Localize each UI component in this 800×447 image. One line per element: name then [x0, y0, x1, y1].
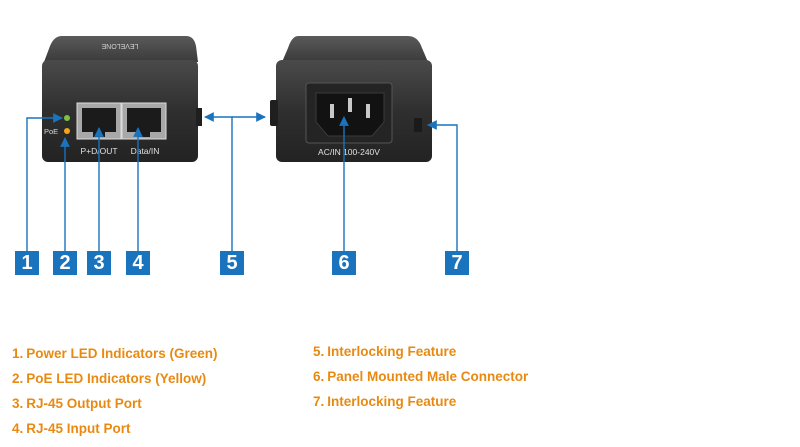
callout-lines: [26, 112, 458, 251]
callout-badge-5: 5: [220, 251, 244, 275]
poe-label: PoE: [44, 127, 58, 136]
callout-badge-4: 4: [126, 251, 150, 275]
legend-item: 1.Power LED Indicators (Green): [12, 346, 218, 361]
callout-badge-2: 2: [53, 251, 77, 275]
legend-item: 5.Interlocking Feature: [313, 344, 457, 359]
callout-badge-3: 3: [87, 251, 111, 275]
callout-badge-6: 6: [332, 251, 356, 275]
legend-item: 6.Panel Mounted Male Connector: [313, 369, 529, 384]
legend-item: 2.PoE LED Indicators (Yellow): [12, 371, 207, 386]
ac-inlet-connector: [305, 82, 393, 144]
legend-item: 7.Interlocking Feature: [313, 394, 457, 409]
ac-input-label: AC/IN 100-240V: [318, 147, 380, 157]
callout-line-5a: [204, 112, 233, 251]
brand-label: LEVELONE: [101, 42, 138, 49]
device-back-view: AC/IN 100-240V: [270, 36, 432, 162]
rj45-input-port: [121, 102, 167, 140]
legend-item: 4.RJ-45 Input Port: [12, 421, 131, 436]
device-front-view: LEVELONE PoE P+D/OUT Data/IN: [42, 36, 202, 162]
callout-line-7: [427, 120, 458, 251]
legend-right: 5.Interlocking Feature 6.Panel Mounted M…: [313, 339, 528, 414]
legend-left: 1.Power LED Indicators (Green) 2.PoE LED…: [12, 341, 218, 441]
legend-item: 3.RJ-45 Output Port: [12, 396, 142, 411]
input-port-label: Data/IN: [131, 146, 160, 156]
callout-line-1: [26, 113, 63, 251]
callout-badge-7: 7: [445, 251, 469, 275]
power-led: [64, 115, 70, 121]
callout-badge-1: 1: [15, 251, 39, 275]
poe-led: [64, 128, 70, 134]
